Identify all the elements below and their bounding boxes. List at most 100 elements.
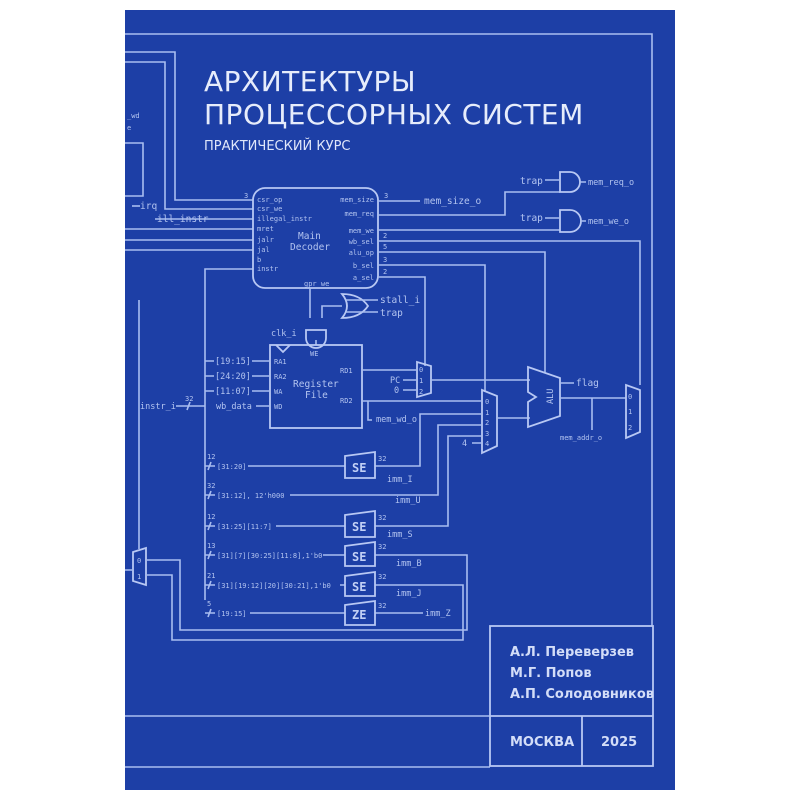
and-gate <box>559 209 582 233</box>
bus-width: 32 <box>185 395 193 403</box>
main-decoder-block <box>252 187 379 289</box>
mux-out <box>625 383 641 440</box>
ill-instr-label: ill_instr <box>157 214 209 225</box>
field-label: [31:25][11:7] <box>217 523 272 531</box>
field-label: [19:15] <box>215 357 251 367</box>
mux-input: 1 <box>419 377 423 385</box>
bus-width: 32 <box>378 514 386 522</box>
stall-i-label: stall_i <box>380 295 420 306</box>
port-label: alu_op <box>349 249 374 257</box>
or-gate <box>340 293 370 319</box>
port-label: WD <box>274 403 282 411</box>
wire <box>560 382 626 430</box>
bus-width: 12 <box>207 513 215 521</box>
imm-label: imm_S <box>387 530 413 540</box>
unit-label: ZE <box>352 608 366 622</box>
circuit-diagram: _wd e irq ill_instr Main Decoder csr_op … <box>125 33 653 768</box>
port-label: jalr <box>257 236 274 244</box>
mux-left <box>132 546 147 587</box>
sign-extend-block <box>344 540 376 567</box>
bus-width: 3 <box>384 192 388 200</box>
mux-input: 0 <box>137 557 141 565</box>
port-label: RD1 <box>340 367 353 375</box>
port-label: a_sel <box>353 274 374 282</box>
book-title-line-2: ПРОЦЕССОРНЫХ СИСТЕМ <box>204 98 584 131</box>
port-label: mem_req <box>344 210 374 218</box>
author-box-dividers <box>490 715 653 766</box>
imm-label: imm_B <box>396 559 422 569</box>
unit-label: SE <box>352 520 366 534</box>
port-label: mret <box>257 225 274 233</box>
wire <box>125 61 253 210</box>
field-label: [24:20] <box>215 372 251 382</box>
book-subtitle: ПРАКТИЧЕСКИЙ КУРС <box>204 138 351 154</box>
wire <box>321 299 378 318</box>
sign-extend-block <box>344 450 376 479</box>
decoder-title: Main <box>298 231 321 242</box>
bus-width: 32 <box>378 543 386 551</box>
unit-label: SE <box>352 550 366 564</box>
field-label: [31:20] <box>217 463 247 471</box>
gpr-we-label: gpr_we <box>304 280 329 288</box>
mem-we-o-label: mem_we_o <box>588 217 629 227</box>
wire <box>378 276 426 366</box>
mux-input: 1 <box>485 409 489 417</box>
we-label: WE <box>310 350 318 358</box>
register-file-block <box>269 344 363 429</box>
trap-label: trap <box>380 308 403 319</box>
bus-width: 12 <box>207 453 215 461</box>
edge-label: e <box>127 124 131 132</box>
field-label: [31:12], 12'h000 <box>217 492 284 500</box>
field-label: [11:07] <box>215 387 251 397</box>
port-label: csr_we <box>257 205 282 213</box>
port-label: RA2 <box>274 373 287 381</box>
port-label: csr_op <box>257 196 282 204</box>
alu-label: ALU <box>546 389 556 404</box>
wire <box>378 264 486 392</box>
port-label: illegal_instr <box>257 215 312 223</box>
bus-width: 32 <box>207 482 215 490</box>
wire <box>147 574 464 641</box>
author-name: А.Л. Переверзев <box>510 645 634 660</box>
and-gate-we <box>305 329 327 349</box>
bus-width: 32 <box>378 455 386 463</box>
wire <box>378 251 546 372</box>
imm-label: imm_U <box>395 496 421 506</box>
field-label: [31][19:12][20][30:21],1'b0 <box>217 582 331 590</box>
mux-input: 2 <box>628 424 632 432</box>
book-title-line-1: АРХИТЕКТУРЫ <box>204 65 416 98</box>
pc-label: PC <box>390 376 400 386</box>
wire <box>125 142 144 197</box>
mux-input: 2 <box>419 388 423 396</box>
rf-title: Register <box>293 379 339 390</box>
mux-input: 0 <box>628 393 632 401</box>
port-label: b_sel <box>353 262 374 270</box>
wire <box>147 550 468 631</box>
wire <box>176 401 205 411</box>
mux-input: 1 <box>137 573 141 581</box>
bus-width: 32 <box>378 602 386 610</box>
port-label: mem_we <box>349 227 374 235</box>
wire <box>204 268 253 600</box>
imm-row-U: 32 [31:12], 12'h000 imm_U <box>205 424 482 506</box>
decoder-title: Decoder <box>290 242 330 253</box>
imm-row-S: 12 [31:25][11:7] SE 32 imm_S <box>205 435 482 540</box>
bus-width: 5 <box>383 243 387 251</box>
port-label: b <box>257 256 261 264</box>
decoder-inputs: csr_op csr_we illegal_instr mret jalr ja… <box>257 196 312 273</box>
wire <box>362 400 530 444</box>
irq-label: irq <box>140 201 157 212</box>
port-label: jal <box>257 246 270 254</box>
port-label: wb_sel <box>349 238 374 246</box>
author-block: А.Л. Переверзев М.Г. Попов А.П. Солодовн… <box>489 625 654 767</box>
mux-input: 4 <box>485 440 489 448</box>
bus-width: 32 <box>378 573 386 581</box>
imm-row-Z: 5 [19:15] ZE 32 imm_Z <box>205 599 451 626</box>
port-label: mem_size <box>340 196 374 204</box>
port-label: WA <box>274 388 283 396</box>
wire <box>378 191 560 216</box>
wire <box>125 51 253 201</box>
flag-label: flag <box>576 378 599 389</box>
publication-year: 2025 <box>601 735 637 750</box>
four-label: 4 <box>462 439 467 449</box>
